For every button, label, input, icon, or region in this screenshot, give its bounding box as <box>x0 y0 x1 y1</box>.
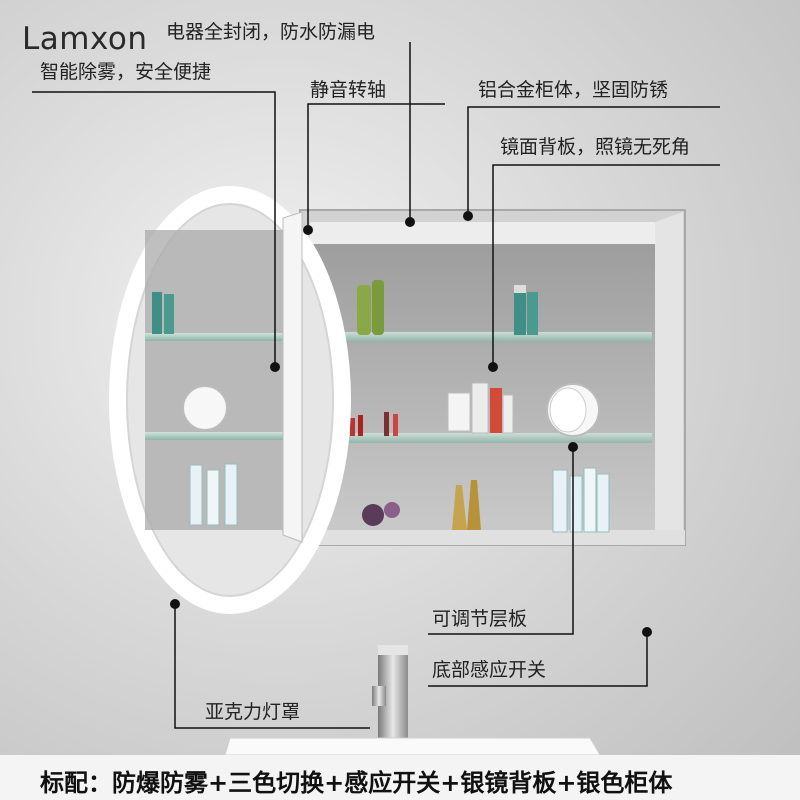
footer-spec-text: 标配：防爆防雾+三色切换+感应开关+银镜背板+银色柜体 <box>40 769 673 797</box>
callout-aluminum: 铝合金柜体，坚固防锈 <box>478 79 669 101</box>
sink-basin <box>224 737 601 756</box>
callout-shelf: 可调节层板 <box>432 608 528 630</box>
callout-dots <box>170 211 652 637</box>
callout-sealed: 电器全封闭，防水防漏电 <box>166 21 376 43</box>
oval-mirror-door <box>109 186 351 614</box>
faucet <box>372 645 408 750</box>
callout-acrylic: 亚克力灯罩 <box>205 701 301 723</box>
leader-lines <box>32 42 720 729</box>
footer-bar <box>0 755 800 800</box>
callout-defog: 智能除雾，安全便捷 <box>40 61 212 83</box>
door-edge <box>282 211 303 543</box>
callout-hinge: 静音转轴 <box>310 79 387 101</box>
glass-shelves <box>312 332 652 443</box>
callout-mirror-back: 镜面背板，照镜无死角 <box>500 136 691 158</box>
callout-sensor: 底部感应开关 <box>432 659 547 681</box>
brand-logo: Lamxon <box>22 21 148 57</box>
